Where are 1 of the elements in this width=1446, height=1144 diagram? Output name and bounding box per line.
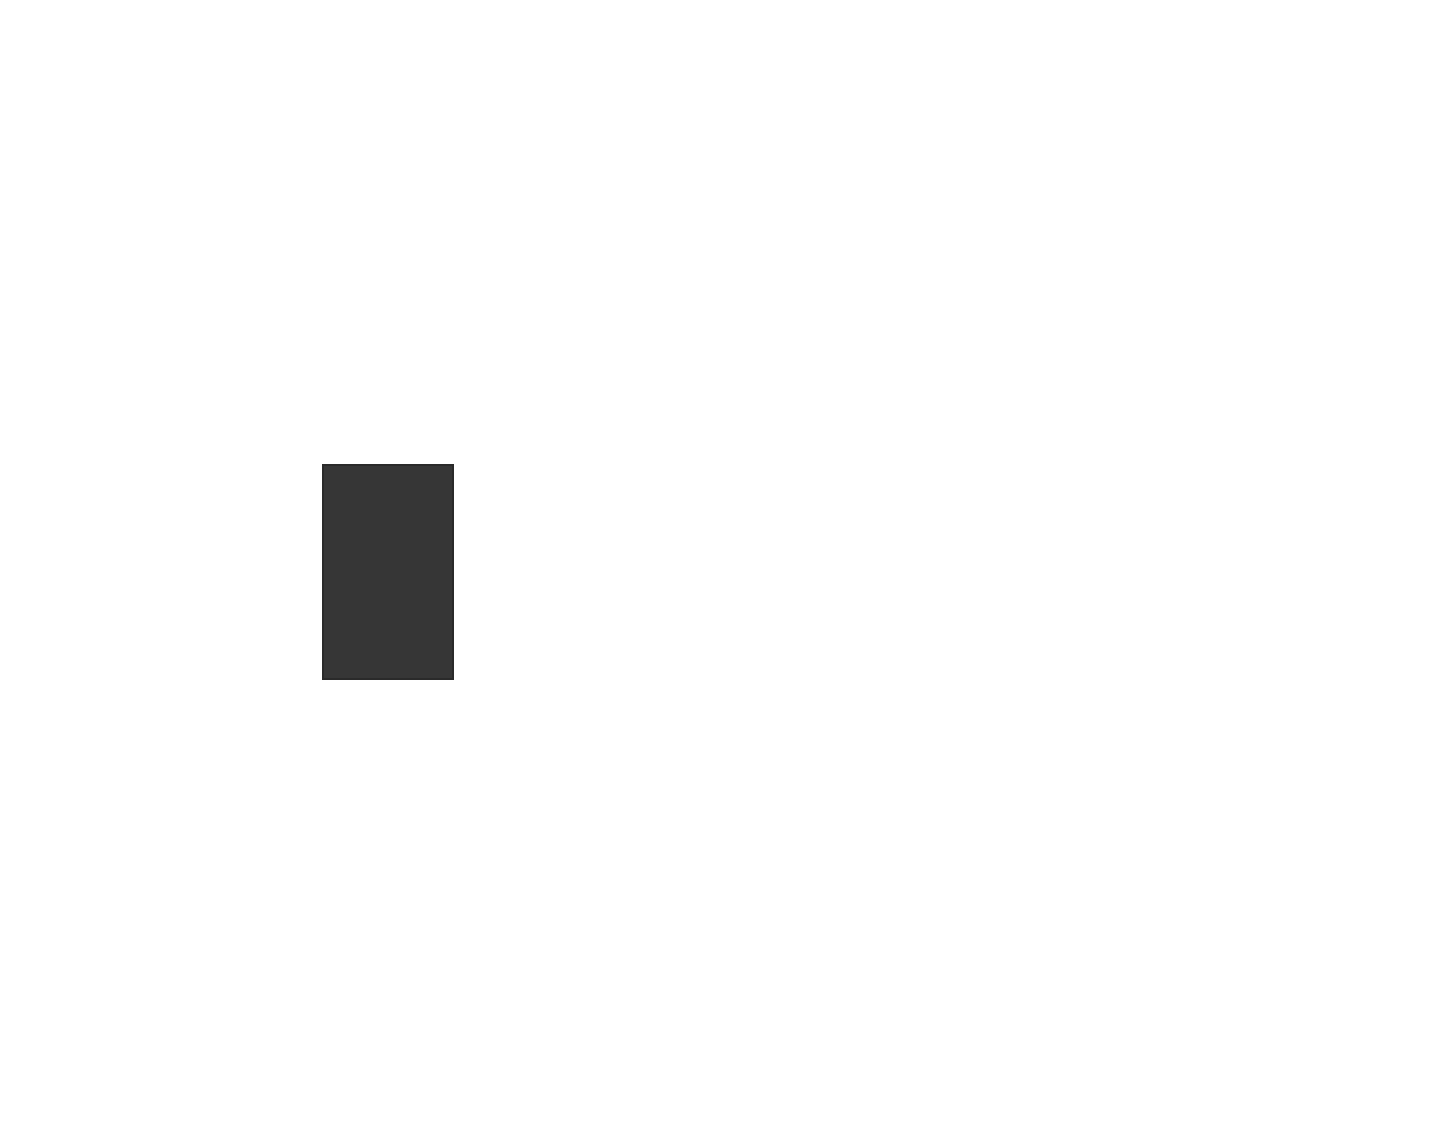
- dark-panel: [322, 464, 454, 680]
